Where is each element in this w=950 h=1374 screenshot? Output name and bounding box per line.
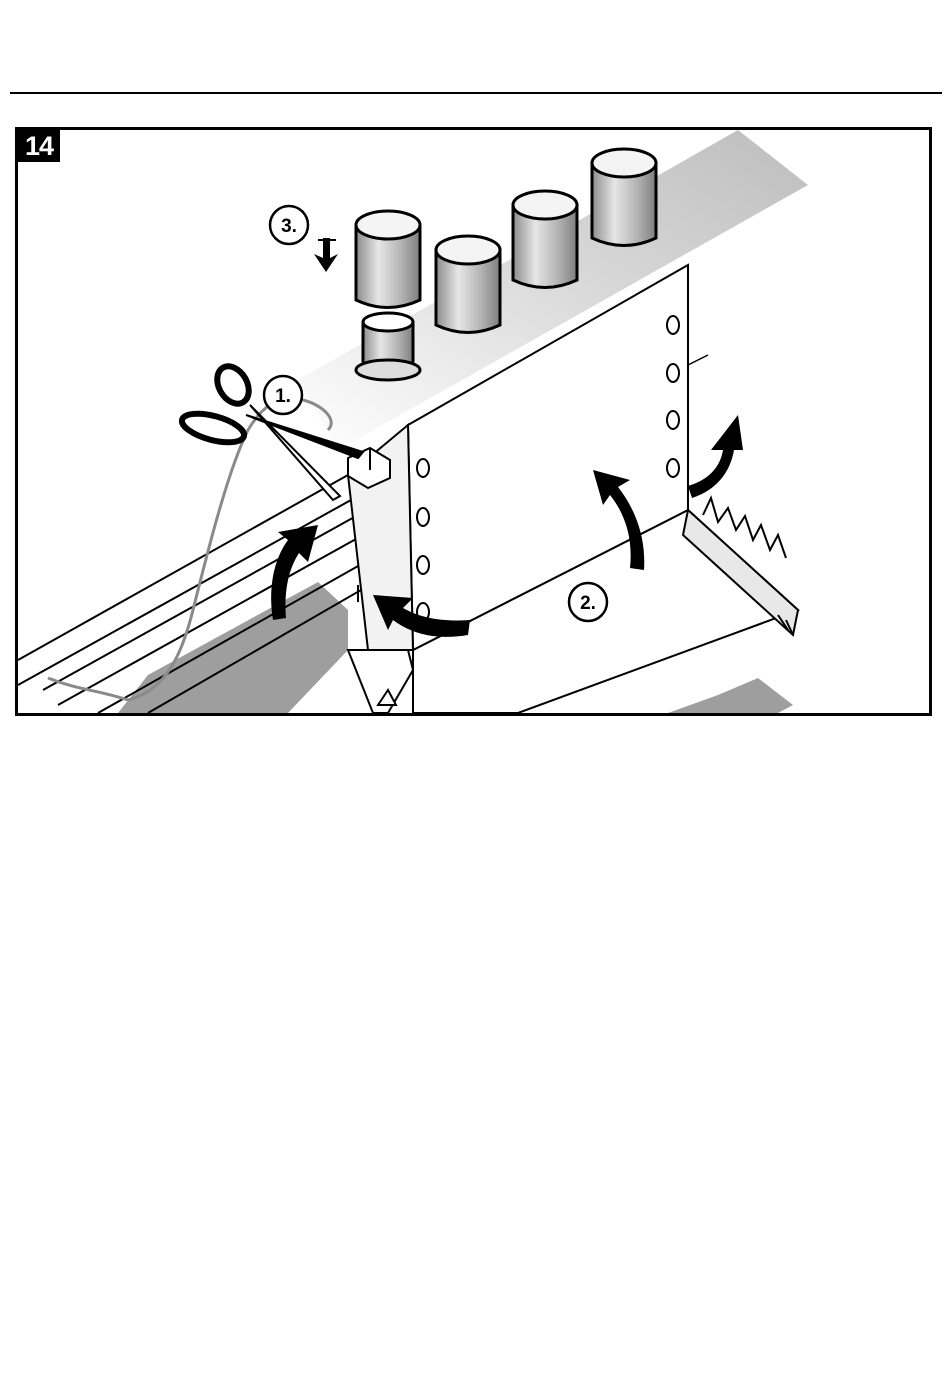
step-label: 3. [281,216,297,237]
cup-icon [436,236,500,333]
cup-icon [356,211,420,380]
step-callout-1: 1. [264,376,302,414]
cup-icon [592,149,656,246]
down-arrow-icon [314,238,338,272]
step-label: 2. [580,593,596,614]
step-label: 1. [275,386,291,407]
floor-shadow-right [668,678,793,713]
floor-shadow-left [118,582,348,713]
step-callout-3: 3. [270,206,308,244]
assembly-illustration: 1. 2. 3. [18,130,929,713]
cup-icon [513,191,577,288]
figure-number: 14 [18,130,60,162]
step-callout-2: 2. [569,583,607,621]
assembly-figure: 1. 2. 3. 14 [15,127,932,716]
header-rule [10,92,942,94]
